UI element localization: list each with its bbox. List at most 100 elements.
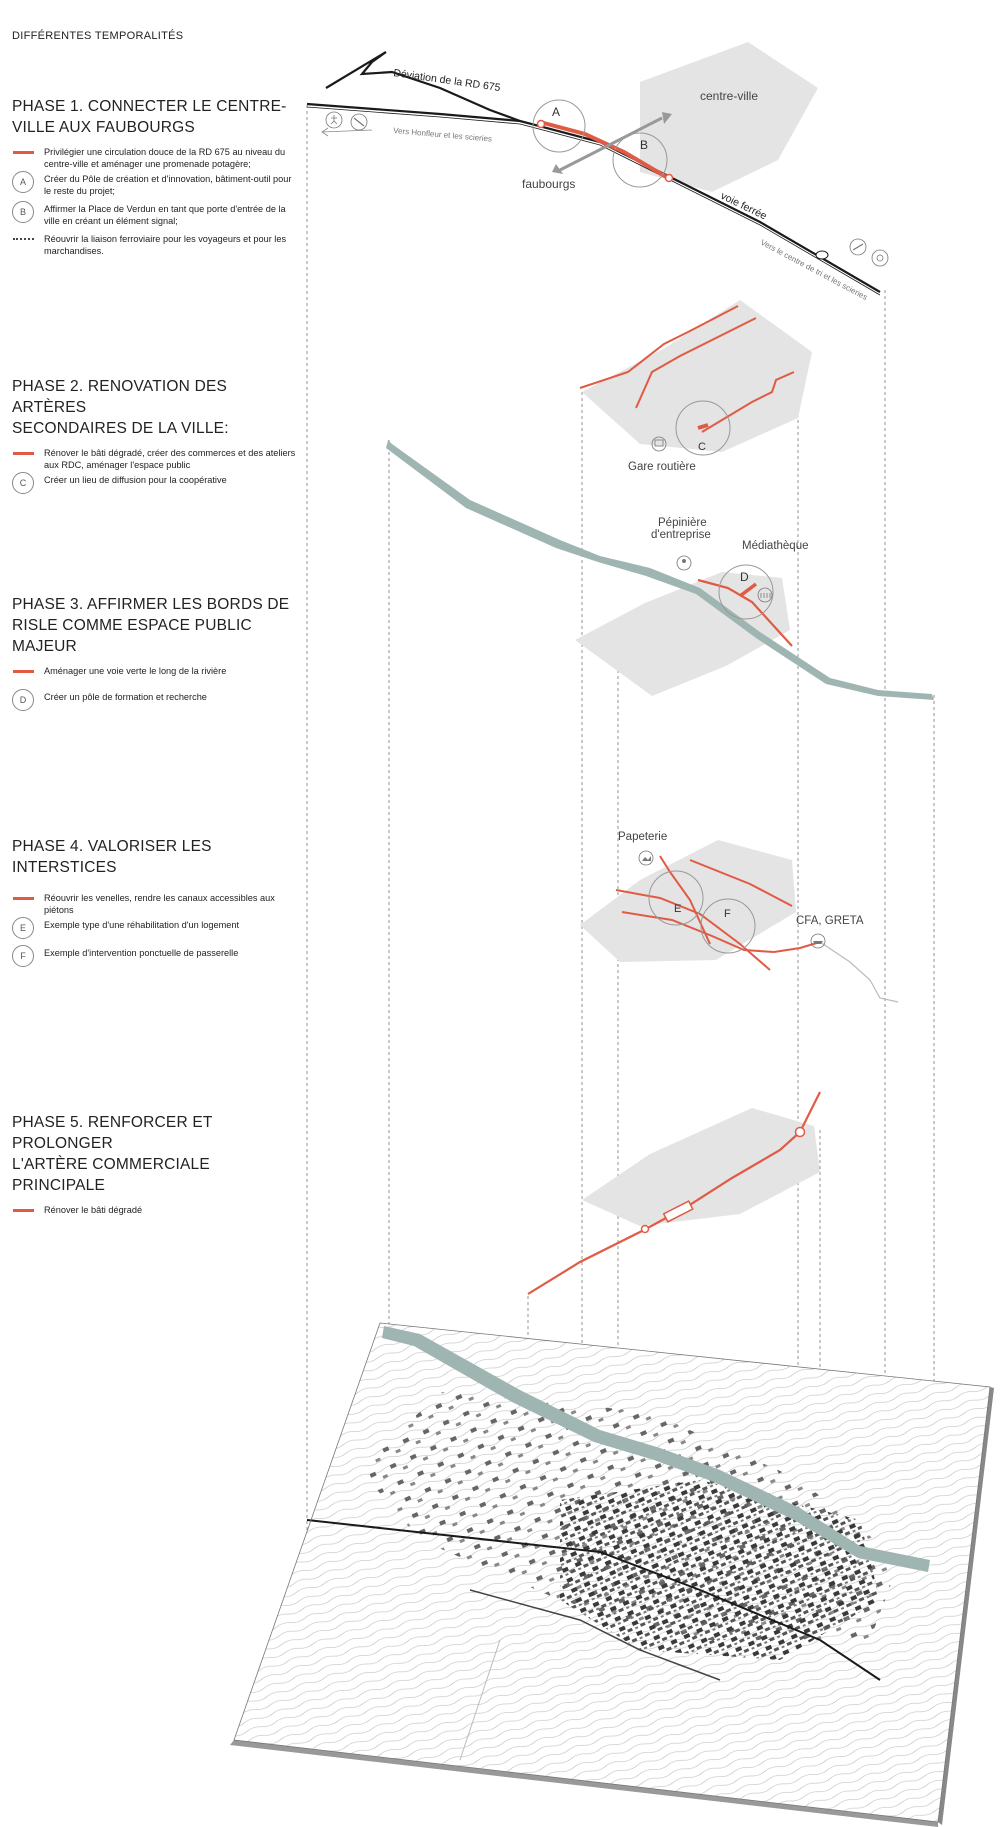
map-outline [233, 1322, 991, 1823]
marker-f-label: F [724, 908, 731, 920]
marker-f-circle [700, 898, 756, 954]
marker-f-swatch: F [12, 945, 36, 969]
dotted-line-swatch [12, 233, 36, 245]
marker-a-swatch: A [12, 171, 36, 195]
marker-c-circle [675, 400, 731, 456]
marker-d-circle [718, 564, 774, 620]
marker-b-label: B [640, 138, 648, 152]
phase-3-zone [575, 572, 790, 696]
marker-d-swatch: D [12, 689, 36, 713]
phase-5-title-line2: L'ARTÈRE COMMERCIALE PRINCIPALE [12, 1156, 210, 1194]
mediatheque-label: Médiathèque [742, 540, 809, 552]
deviation-road [325, 51, 521, 123]
legend-text: Privilégier une circulation douce de la … [44, 147, 286, 169]
people-icon-head [682, 559, 686, 563]
legend-text: Affirmer la Place de Verdun en tant que … [44, 204, 286, 226]
node [794, 1126, 806, 1138]
phase-4-title-line1: PHASE 4. VALORISER LES INTERSTICES [12, 838, 212, 876]
vers-centre-label: Vers le centre de tri et les scieries [759, 238, 869, 302]
legend-text: Créer du Pôle de création et d'innovatio… [44, 174, 292, 196]
centre-ville-zone [640, 42, 818, 192]
legend-text: Créer un lieu de diffusion pour la coopé… [44, 475, 227, 485]
railway-line-2 [306, 106, 881, 296]
cfa-greta-label: CFA, GRETA [796, 915, 864, 927]
legend-text: Créer un pôle de formation et recherche [44, 692, 207, 702]
map-railway [306, 1519, 881, 1681]
alley [689, 859, 793, 907]
phase-1-legend: PHASE 1. CONNECTER LE CENTRE- VILLE AUX … [12, 96, 297, 260]
legend-text: Réouvrir la liaison ferroviaire pour les… [44, 234, 287, 256]
marker-a-label: A [552, 105, 560, 119]
phase-5-title-line1: PHASE 5. RENFORCER ET PROLONGER [12, 1114, 213, 1152]
legend-text: Exemple type d'une réhabilitation d'un l… [44, 920, 240, 930]
alley [615, 889, 771, 971]
phase-1-legend-a: A Créer du Pôle de création et d'innovat… [12, 171, 297, 197]
phase-1-title-line1: PHASE 1. CONNECTER LE CENTRE- [12, 98, 287, 115]
canal-access [773, 941, 821, 953]
node [640, 1224, 650, 1234]
no-entry-icon-bar [852, 243, 864, 251]
map-edge-right [938, 1387, 994, 1825]
phase-1-title-line2: VILLE AUX FAUBOURGS [12, 119, 195, 136]
dense-centre [560, 1480, 880, 1660]
alley [621, 911, 775, 953]
artery-segment [662, 1200, 694, 1223]
canal [819, 941, 899, 1003]
phase-4-legend-e: E Exemple type d'une réhabilitation d'un… [12, 917, 297, 941]
boat-icon-glyph [813, 941, 823, 944]
secondary-artery [701, 371, 795, 433]
phase-3-title: PHASE 3. AFFIRMER LES BORDS DE RISLE COM… [12, 594, 297, 657]
alley [659, 855, 711, 945]
legend-text: Rénover le bâti dégradé [44, 1205, 143, 1215]
phase-2-title: PHASE 2. RENOVATION DES ARTÈRES SECONDAI… [12, 376, 297, 439]
pepiniere-label-1: Pépinière [658, 517, 707, 529]
papeterie-label: Papeterie [618, 831, 667, 843]
red-line-swatch [12, 665, 36, 677]
marker-b-swatch: B [12, 201, 36, 225]
no-entry-icon [350, 113, 368, 131]
phase-4-legend-line: Réouvrir les venelles, rendre les canaux… [12, 892, 297, 916]
phase-5-title: PHASE 5. RENFORCER ET PROLONGER L'ARTÈRE… [12, 1112, 297, 1196]
bus-icon-glyph [654, 439, 664, 447]
phase-1-diagram: A B Déviation de la RD 675 centre-ville … [306, 42, 889, 302]
map-road [459, 1639, 501, 1761]
phase-3-diagram: D Pépinière d'entreprise Médiathèque [386, 440, 934, 700]
marker-e-swatch: E [12, 917, 36, 941]
marker-e-label: E [674, 903, 681, 915]
phase-2-zone [582, 300, 812, 452]
document-title: DIFFÉRENTES TEMPORALITÉS [12, 30, 184, 42]
faubourgs-label: faubourgs [522, 177, 575, 191]
secondary-artery [579, 305, 739, 389]
arrow-head [662, 112, 672, 124]
training-pole [738, 582, 758, 598]
phase-4-diagram: E F Papeterie CFA, GRETA [580, 831, 899, 1003]
marker-d-label: D [740, 570, 749, 584]
bus-icon [651, 436, 667, 452]
marker-a-circle [532, 99, 586, 153]
pedestrian-icon-glyph [330, 115, 338, 125]
phase-2-legend-line: Rénover le bâti dégradé, créer des comme… [12, 447, 297, 471]
factory-icon [638, 850, 654, 866]
station-node [815, 250, 829, 260]
map-edge [230, 1740, 938, 1827]
library-icon [757, 587, 773, 603]
phase-1-legend-rail: Réouvrir la liaison ferroviaire pour les… [12, 233, 297, 257]
phase-4-legend-f: F Exemple d'intervention ponctuelle de p… [12, 945, 297, 969]
base-map [230, 1322, 994, 1827]
map-river [382, 1326, 930, 1572]
pedestrian-icon [325, 111, 343, 129]
phase-3-title-line2: RISLE COMME ESPACE PUBLIC MAJEUR [12, 617, 252, 655]
gare-routiere-label: Gare routière [628, 461, 696, 473]
phase-2-legend: PHASE 2. RENOVATION DES ARTÈRES SECONDAI… [12, 376, 297, 502]
phase-4-title: PHASE 4. VALORISER LES INTERSTICES [12, 836, 297, 878]
phase-2-title-line2: SECONDAIRES DE LA VILLE: [12, 420, 229, 437]
people-icon [676, 555, 692, 571]
vers-honfleur-label: Vers Honfleur et les scieries [393, 126, 493, 144]
node [664, 173, 674, 183]
legend-text: Exemple d'intervention ponctuelle de pas… [44, 948, 239, 958]
phase-3-legend-line: Aménager une voie verte le long de la ri… [12, 665, 297, 677]
map-road [469, 1589, 721, 1681]
secondary-artery [635, 317, 757, 409]
factory-icon-glyph [642, 856, 651, 861]
